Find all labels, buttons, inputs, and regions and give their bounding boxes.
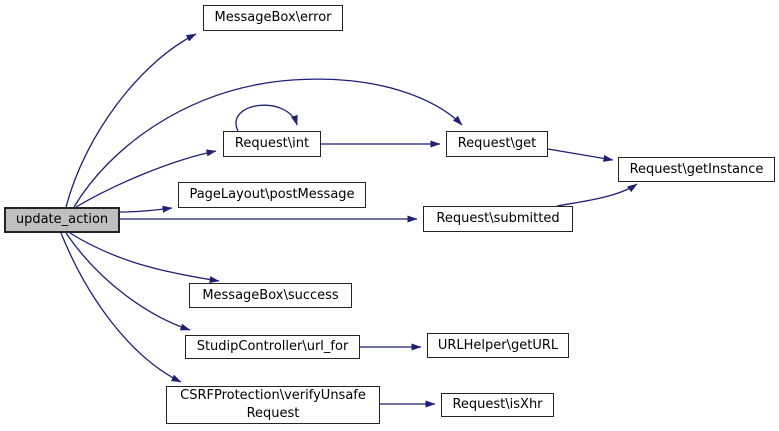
node-csrfprotection-verifyunsaferequest[interactable]: CSRFProtection\verifyUnsafe Request bbox=[166, 386, 380, 424]
node-request-submitted[interactable]: Request\submitted bbox=[423, 206, 573, 232]
node-request-get[interactable]: Request\get bbox=[446, 131, 548, 157]
node-request-get-label: Request\get bbox=[457, 136, 537, 152]
node-messagebox-success[interactable]: MessageBox\success bbox=[189, 283, 352, 308]
edge-update_action-to-pagelayout_postmessage bbox=[119, 205, 173, 213]
node-urlhelper-geturl[interactable]: URLHelper\getURL bbox=[427, 333, 569, 358]
edge-update_action-to-studipcontroller_url_for bbox=[65, 232, 191, 331]
edge-update_action-to-messagebox_error bbox=[65, 33, 197, 208]
node-studipcontroller-url-for[interactable]: StudipController\url_for bbox=[185, 335, 360, 359]
node-request-isxhr-label: Request\isXhr bbox=[452, 397, 543, 413]
edge-update_action-to-messagebox_success bbox=[69, 232, 220, 283]
edge-request_submitted-to-request_getinstance bbox=[556, 183, 638, 207]
edge-request_get-to-request_getinstance bbox=[547, 148, 614, 162]
node-request-submitted-label: Request\submitted bbox=[436, 211, 560, 227]
node-pagelayout-postmessage[interactable]: PageLayout\postMessage bbox=[178, 182, 366, 208]
node-pagelayout-postmessage-label: PageLayout\postMessage bbox=[189, 187, 355, 203]
node-studipcontroller-url-for-label: StudipController\url_for bbox=[196, 339, 349, 355]
edge-update_action-to-request_int bbox=[75, 149, 217, 208]
edge-update_action-to-csrfprotection_verifyunsaferequest bbox=[60, 232, 182, 383]
node-urlhelper-geturl-label: URLHelper\getURL bbox=[437, 337, 559, 353]
node-update-action: update_action bbox=[4, 207, 120, 233]
node-request-getinstance-label: Request\getInstance bbox=[629, 161, 764, 177]
node-messagebox-error-label: MessageBox\error bbox=[214, 10, 332, 26]
node-request-getinstance[interactable]: Request\getInstance bbox=[618, 157, 775, 182]
node-csrfprotection-verifyunsaferequest-label-line1: CSRFProtection\verifyUnsafe bbox=[180, 388, 366, 404]
node-request-int-label: Request\int bbox=[234, 136, 310, 152]
node-messagebox-success-label: MessageBox\success bbox=[202, 287, 339, 303]
node-request-isxhr[interactable]: Request\isXhr bbox=[441, 393, 554, 417]
node-request-int[interactable]: Request\int bbox=[223, 131, 321, 157]
node-csrfprotection-verifyunsaferequest-label-line2: Request bbox=[246, 406, 300, 421]
node-update-action-label: update_action bbox=[15, 212, 109, 228]
node-messagebox-error[interactable]: MessageBox\error bbox=[203, 5, 343, 31]
edge-request_int-to-request_int-self-loop bbox=[235, 104, 298, 132]
edge-update_action-to-request_get bbox=[73, 78, 463, 208]
